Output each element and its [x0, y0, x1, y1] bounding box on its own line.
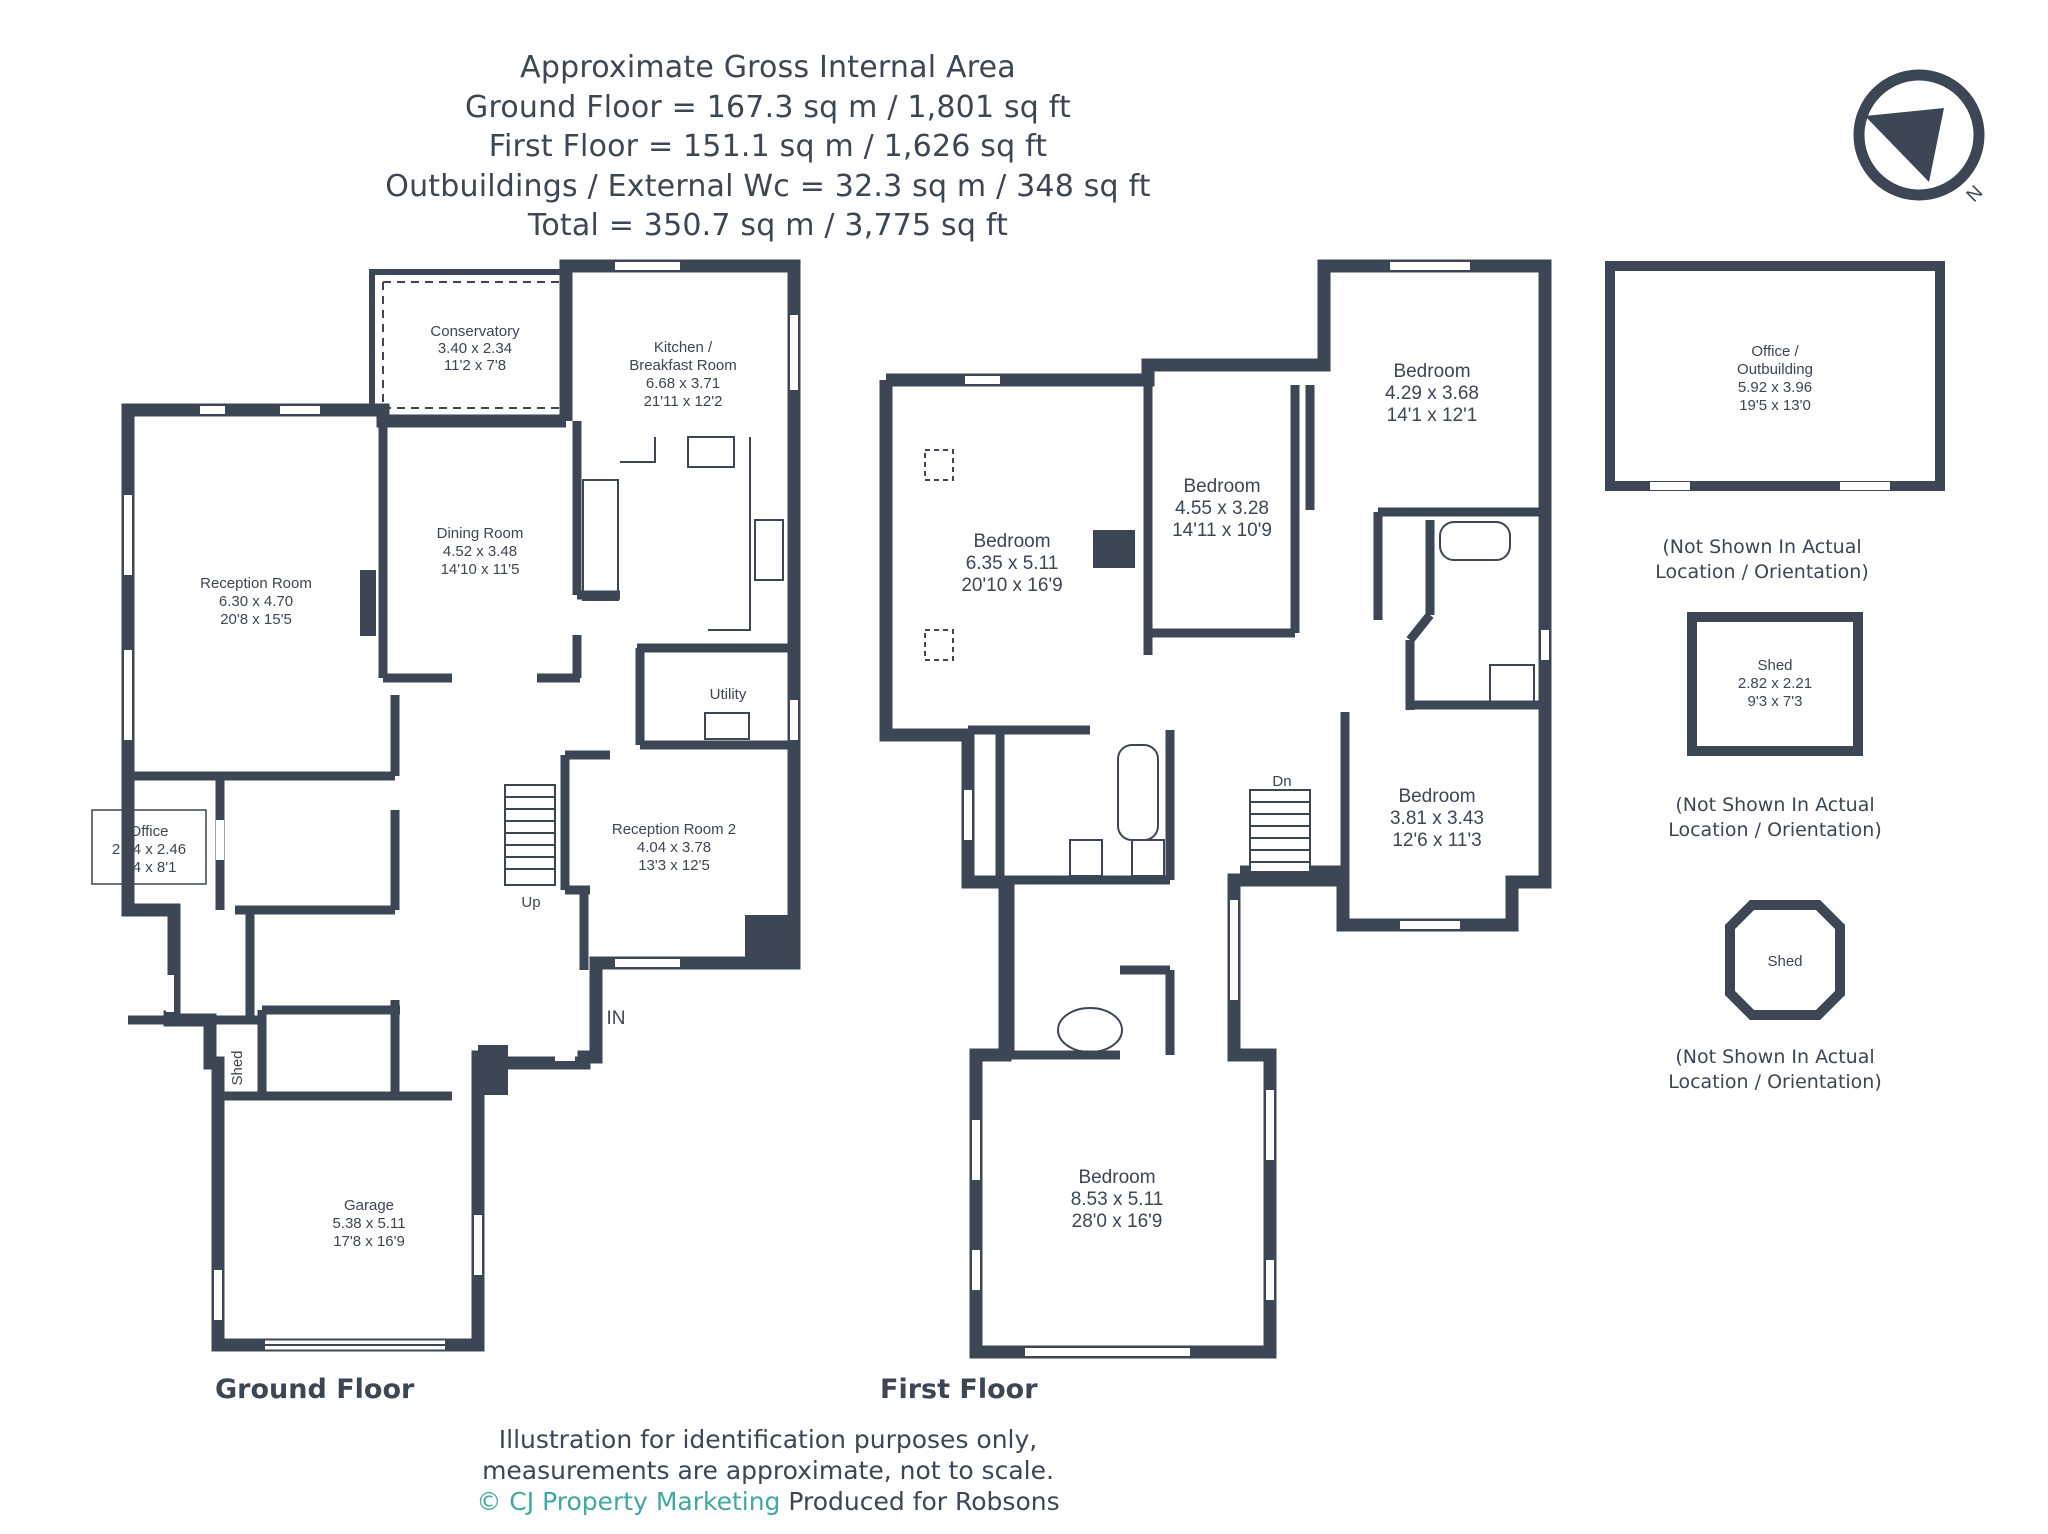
footer: Illustration for identification purposes… [0, 1424, 1536, 1517]
label-bedroom-4-imperial: 12'6 x 11'3 [1392, 830, 1481, 851]
label-bedroom-5-imperial: 28'0 x 16'9 [1072, 1211, 1163, 1232]
label-bedroom-5-metric: 8.53 x 5.11 [1071, 1189, 1164, 1210]
label-up: Up [521, 894, 540, 911]
footer-line-3: © CJ Property Marketing Produced for Rob… [0, 1486, 1536, 1517]
note-office-2: Location / Orientation) [1655, 561, 1869, 583]
label-shed-1-imperial: 9'3 x 7'3 [1748, 693, 1803, 710]
label-reception: Reception Room [200, 575, 312, 592]
office-outbuilding [1605, 261, 1945, 491]
chimney-block [1093, 530, 1135, 568]
area-total: Total = 350.7 sq m / 3,775 sq ft [527, 208, 1009, 243]
note-shed-2: Location / Orientation) [1668, 819, 1882, 841]
note-office-1: (Not Shown In Actual [1662, 536, 1861, 558]
label-garage-metric: 5.38 x 5.11 [332, 1215, 405, 1232]
label-shed-1-metric: 2.82 x 2.21 [1738, 675, 1812, 692]
label-office-outbuilding-imperial: 19'5 x 13'0 [1739, 397, 1811, 414]
note-shed-1: (Not Shown In Actual [1675, 794, 1874, 816]
label-kitchen: Kitchen / [654, 339, 713, 356]
footer-line-2: measurements are approximate, not to sca… [482, 1456, 1054, 1485]
label-bedroom-3-metric: 4.29 x 3.68 [1385, 383, 1479, 404]
octagon-shed [1725, 900, 1845, 1020]
office-label-box [91, 809, 207, 885]
chimney-block [745, 915, 789, 965]
ground-room-labels: Conservatory 3.40 x 2.34 11'2 x 7'8 Kitc… [112, 323, 747, 1250]
label-kitchen-imperial: 21'11 x 12'2 [644, 393, 723, 410]
outbuildings-plan [1605, 261, 1945, 1020]
label-office-outbuilding-metric: 5.92 x 3.96 [1738, 379, 1812, 396]
first-floor-plan [879, 259, 1552, 1359]
label-kitchen-2: Breakfast Room [629, 357, 737, 374]
label-bedroom-1-imperial: 20'10 x 16'9 [961, 575, 1062, 596]
label-bedroom-1: Bedroom [973, 531, 1050, 552]
label-reception2-metric: 4.04 x 3.78 [637, 839, 711, 856]
label-bedroom-4: Bedroom [1398, 786, 1475, 807]
label-reception-imperial: 20'8 x 15'5 [220, 611, 292, 628]
label-utility: Utility [710, 686, 747, 703]
note-shed2-2: Location / Orientation) [1668, 1071, 1882, 1093]
label-kitchen-metric: 6.68 x 3.71 [646, 375, 720, 392]
label-dining-metric: 4.52 x 3.48 [443, 543, 517, 560]
label-bedroom-5: Bedroom [1078, 1167, 1155, 1188]
ground-floor-plan [121, 259, 801, 1352]
label-bedroom-3: Bedroom [1393, 361, 1470, 382]
chimney-block [478, 1045, 508, 1095]
area-first-floor: First Floor = 151.1 sq m / 1,626 sq ft [488, 129, 1048, 164]
label-reception2: Reception Room 2 [612, 821, 736, 838]
area-outbuildings: Outbuildings / External Wc = 32.3 sq m /… [385, 168, 1151, 204]
label-down: Dn [1272, 773, 1291, 790]
label-shed-1: Shed [1757, 657, 1792, 674]
compass-icon: N [1853, 69, 1988, 207]
label-entrance: IN [607, 1008, 626, 1029]
label-office-outbuilding-2: Outbuilding [1737, 361, 1813, 378]
kitchen-units [582, 436, 784, 740]
label-office: Office [130, 823, 169, 840]
chimney-block [360, 570, 376, 636]
ground-outer-wall [121, 259, 801, 1352]
label-conservatory-imperial: 11'2 x 7'8 [444, 357, 506, 374]
shed-outbuilding [1687, 612, 1863, 756]
label-garage-imperial: 17'8 x 16'9 [333, 1233, 405, 1250]
first-floor-title: First Floor [880, 1374, 1038, 1405]
label-garage: Garage [344, 1197, 394, 1214]
entrance-door [590, 1009, 597, 1041]
footer-line-1: Illustration for identification purposes… [498, 1425, 1038, 1454]
label-bedroom-1-metric: 6.35 x 5.11 [966, 553, 1059, 574]
first-room-labels: Bedroom 6.35 x 5.11 20'10 x 16'9 Bedroom… [961, 361, 1484, 1232]
ground-stairs [504, 784, 556, 886]
label-conservatory: Conservatory [430, 323, 520, 340]
label-office-metric: 2.84 x 2.46 [112, 841, 186, 858]
bath-wall [1406, 612, 1434, 643]
footer-produced: Produced for Robsons [788, 1487, 1060, 1516]
label-office-outbuilding: Office / [1751, 343, 1799, 360]
conservatory-wall [369, 269, 566, 410]
note-shed2-1: (Not Shown In Actual [1675, 1046, 1874, 1068]
label-shed: Shed [229, 1050, 246, 1085]
label-dining: Dining Room [437, 525, 524, 542]
label-bedroom-3-imperial: 14'1 x 12'1 [1387, 405, 1478, 426]
outbuilding-labels: Office / Outbuilding 5.92 x 3.96 19'5 x … [1655, 343, 1882, 1093]
label-shed-2: Shed [1767, 953, 1802, 970]
windows [124, 262, 798, 1320]
area-ground-floor: Ground Floor = 167.3 sq m / 1,801 sq ft [465, 89, 1071, 125]
label-bedroom-4-metric: 3.81 x 3.43 [1390, 808, 1484, 829]
ground-floor-title: Ground Floor [215, 1374, 415, 1405]
first-stairs [1249, 789, 1311, 873]
footer-brand: © CJ Property Marketing [476, 1487, 781, 1516]
area-title: Approximate Gross Internal Area [520, 50, 1016, 85]
label-reception2-imperial: 13'3 x 12'5 [638, 857, 710, 874]
label-bedroom-2-imperial: 14'11 x 10'9 [1172, 520, 1272, 541]
compass-north-label: N [1963, 182, 1988, 207]
label-reception-metric: 6.30 x 4.70 [219, 593, 293, 610]
area-summary: Approximate Gross Internal Area Ground F… [0, 48, 1536, 246]
first-outer-wall [879, 259, 1552, 1359]
label-bedroom-2-metric: 4.55 x 3.28 [1175, 498, 1269, 519]
first-windows [964, 262, 1549, 1356]
label-conservatory-metric: 3.40 x 2.34 [438, 340, 512, 357]
label-bedroom-2: Bedroom [1183, 476, 1260, 497]
label-office-imperial: 9'4 x 8'1 [122, 859, 177, 876]
label-dining-imperial: 14'10 x 11'5 [441, 561, 520, 578]
bathroom-fixtures [924, 449, 1535, 1053]
